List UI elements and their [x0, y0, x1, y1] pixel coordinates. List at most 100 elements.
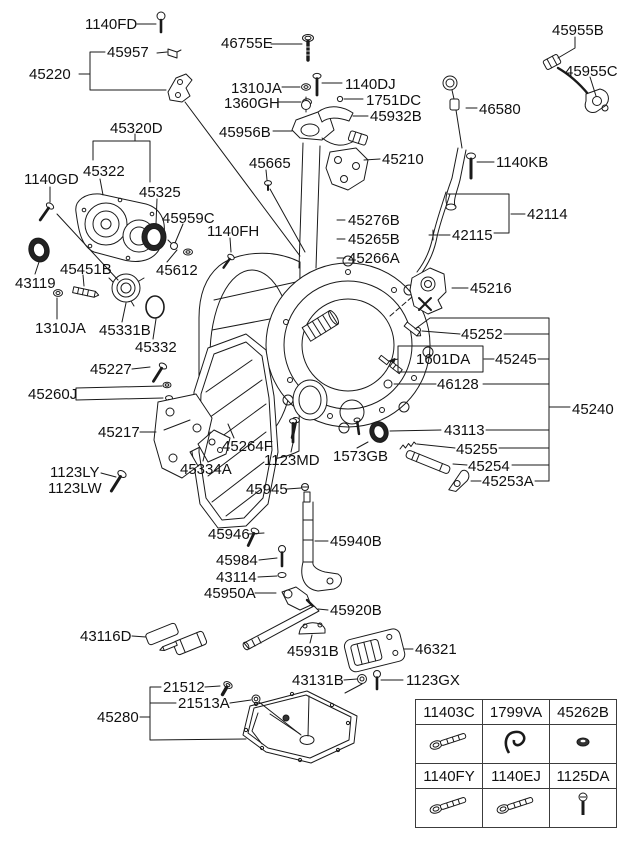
part-label-45956b[interactable]: 45956B	[219, 124, 271, 141]
part-label-1123md[interactable]: 1123MD	[264, 452, 320, 469]
fastener-cell-1799va[interactable]: 1799VA	[482, 699, 550, 725]
part-label-42114[interactable]: 42114	[527, 206, 568, 223]
part-label-45276b[interactable]: 45276B	[348, 212, 400, 229]
part-label-42115[interactable]: 42115	[452, 227, 493, 244]
bolt-21512-icon	[220, 681, 233, 697]
part-label-45332[interactable]: 45332	[135, 339, 177, 356]
part-label-1123ly[interactable]: 1123LY	[50, 464, 100, 481]
part-label-45260j[interactable]: 45260J	[28, 386, 78, 403]
washer-43114-icon	[277, 572, 287, 578]
speed-sensor-cable-art	[542, 54, 609, 113]
part-label-45245[interactable]: 45245	[495, 351, 537, 368]
part-label-1140kb[interactable]: 1140KB	[496, 154, 549, 171]
tool-43116d-art	[145, 622, 208, 656]
leader-lines	[34, 23, 597, 741]
seal-43119-icon	[28, 237, 50, 263]
fastener-cell-1140ej[interactable]: 1140EJ	[482, 763, 550, 789]
washer-45612-icon	[183, 248, 193, 256]
part-label-45266a[interactable]: 45266A	[348, 250, 400, 267]
strainer-46321-art	[343, 628, 406, 673]
part-label-45210[interactable]: 45210	[382, 151, 424, 168]
part-label-45216[interactable]: 45216	[470, 280, 512, 297]
part-label-45920b[interactable]: 45920B	[330, 602, 382, 619]
part-label-1140fd[interactable]: 1140FD	[85, 16, 138, 33]
fastener-cell-1125da[interactable]: 1125DA	[549, 763, 617, 789]
part-label-45984[interactable]: 45984	[216, 552, 258, 569]
part-label-45322[interactable]: 45322	[83, 163, 125, 180]
part-label-45255[interactable]: 45255	[456, 441, 498, 458]
fastener-icon-cell	[482, 788, 550, 828]
part-label-45331b[interactable]: 45331B	[99, 322, 151, 339]
part-label-45320d[interactable]: 45320D	[110, 120, 163, 137]
part-label-45252[interactable]: 45252	[461, 326, 503, 343]
part-label-45665[interactable]: 45665	[249, 155, 291, 172]
part-label-43131b[interactable]: 43131B	[292, 672, 344, 689]
part-label-45240[interactable]: 45240	[572, 401, 614, 418]
part-label-45957[interactable]: 45957	[107, 44, 149, 61]
washer-1751dc-icon	[336, 95, 344, 103]
fastener-cell-11403c[interactable]: 11403C	[415, 699, 483, 725]
part-label-45950a[interactable]: 45950A	[204, 585, 256, 602]
part-label-45227[interactable]: 45227	[90, 361, 132, 378]
lever-45950a-art	[281, 586, 317, 611]
bolt-1140fh-icon	[222, 253, 235, 269]
part-label-46321[interactable]: 46321	[415, 641, 457, 658]
part-label-1601da[interactable]: 1601DA	[416, 351, 471, 368]
part-label-1123gx[interactable]: 1123GX	[406, 672, 460, 689]
part-label-21513a[interactable]: 21513A	[178, 695, 230, 712]
part-label-45217[interactable]: 45217	[98, 424, 140, 441]
speedo-gear-art	[409, 267, 447, 315]
part-label-46128[interactable]: 46128	[437, 376, 479, 393]
part-label-21512[interactable]: 21512	[163, 679, 205, 696]
part-label-45931b[interactable]: 45931B	[287, 643, 339, 660]
part-label-1310ja-left[interactable]: 1310JA	[35, 320, 86, 337]
part-label-43119[interactable]: 43119	[15, 275, 56, 292]
dipstick-art	[442, 75, 467, 211]
part-label-45265b[interactable]: 45265B	[348, 231, 400, 248]
part-label-45946[interactable]: 45946	[208, 526, 250, 543]
part-label-1573gb[interactable]: 1573GB	[333, 448, 389, 465]
part-label-45932b[interactable]: 45932B	[370, 108, 422, 125]
part-label-45280[interactable]: 45280	[97, 709, 139, 726]
part-label-45253a[interactable]: 45253A	[482, 473, 534, 490]
bolt-1140kb-icon	[466, 152, 476, 180]
bolt-45984-icon	[278, 545, 286, 568]
part-label-45955b[interactable]: 45955B	[552, 22, 604, 39]
part-label-45940b[interactable]: 45940B	[330, 533, 382, 550]
part-label-1360gh[interactable]: 1360GH	[224, 95, 280, 112]
part-label-45612[interactable]: 45612	[156, 262, 198, 279]
part-label-46755e[interactable]: 46755E	[221, 35, 273, 52]
fastener-legend-table: 11403C 1799VA 45262B 1140F	[415, 699, 617, 828]
fastener-icon-cell	[549, 724, 617, 764]
part-label-1140gd[interactable]: 1140GD	[24, 171, 79, 188]
part-label-43113[interactable]: 43113	[444, 422, 485, 439]
part-label-45264f[interactable]: 45264F	[222, 438, 273, 455]
clip-45945-icon	[301, 483, 309, 491]
fastener-cell-45262b[interactable]: 45262B	[549, 699, 617, 725]
screw-icon	[578, 792, 588, 815]
part-label-43114[interactable]: 43114	[216, 569, 257, 586]
part-label-1140fh[interactable]: 1140FH	[207, 223, 260, 240]
control-shaft-art	[301, 491, 342, 592]
part-label-45334a[interactable]: 45334A	[180, 461, 232, 478]
rod-45254-icon	[405, 450, 451, 474]
part-label-45254[interactable]: 45254	[468, 458, 510, 475]
seal-43113-icon	[369, 421, 389, 443]
part-label-1310ja-top[interactable]: 1310JA	[231, 80, 282, 97]
part-label-45451b[interactable]: 45451B	[60, 261, 112, 278]
part-label-1140dj[interactable]: 1140DJ	[345, 76, 396, 93]
fastener-cell-1140fy[interactable]: 1140FY	[415, 763, 483, 789]
screw-1140fd-icon	[156, 11, 166, 34]
part-label-1751dc[interactable]: 1751DC	[366, 92, 422, 109]
part-label-1123lw[interactable]: 1123LW	[48, 480, 102, 497]
part-label-45955c[interactable]: 45955C	[565, 63, 618, 80]
part-label-46580[interactable]: 46580	[479, 101, 521, 118]
part-label-45325[interactable]: 45325	[139, 184, 181, 201]
stud-45451b-icon	[72, 286, 100, 298]
part-label-45959c[interactable]: 45959C	[162, 210, 215, 227]
detent-plate-art	[325, 147, 369, 191]
part-label-45945[interactable]: 45945	[246, 481, 288, 498]
part-label-45220[interactable]: 45220	[29, 66, 71, 83]
part-label-43116d[interactable]: 43116D	[80, 628, 132, 645]
